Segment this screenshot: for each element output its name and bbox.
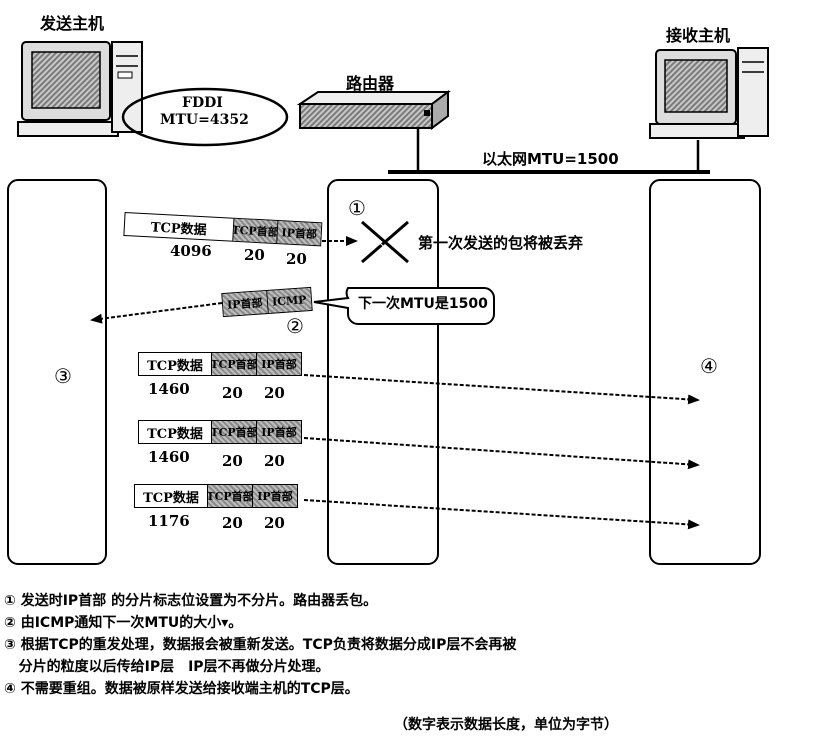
resend-arrow-1 — [303, 374, 700, 405]
segment-1-tcp-size: 20 — [222, 384, 243, 402]
segment-tcp-header: TCP首部 — [211, 421, 256, 443]
marker-4: ④ — [700, 354, 718, 378]
icmp-body: ICMP — [265, 287, 312, 314]
segment-2-ip-size: 20 — [264, 452, 285, 470]
icmp-return-arrow — [90, 302, 223, 324]
sender-host-label: 发送主机 — [40, 14, 105, 33]
first-packet-data: TCP数据 — [150, 219, 207, 238]
note-4: ④ 不需要重组。数据被原样发送给接收端主机的TCP层。 — [4, 681, 359, 697]
segment-data: TCP数据 — [143, 490, 199, 506]
ethernet-mtu-label: 以太网MTU=1500 — [482, 150, 619, 168]
fddi-mtu-label: MTU=4352 — [160, 112, 249, 128]
resend-arrow-3 — [303, 499, 700, 530]
fddi-label: FDDI — [182, 95, 223, 111]
segment-data: TCP数据 — [147, 358, 203, 374]
segment-ip-header: IP首部 — [256, 421, 301, 443]
segment-1-ip-size: 20 — [264, 384, 285, 402]
segment-2: TCP数据 TCP首部 IP首部 — [138, 420, 302, 444]
note-3-continued: 分片的粒度以后传给IP层 IP层不再做分片处理。 — [4, 659, 330, 675]
drop-label: 第一次发送的包将被丢弃 — [418, 234, 584, 252]
segment-ip-header: IP首部 — [256, 353, 301, 375]
segment-1: TCP数据 TCP首部 IP首部 — [138, 352, 302, 376]
marker-3: ③ — [54, 364, 72, 388]
router-stack-box — [327, 179, 439, 565]
receiver-host-label: 接收主机 — [666, 26, 731, 45]
segment-1-data-size: 1460 — [148, 380, 190, 398]
receiver-stack-box — [649, 179, 761, 565]
segment-3-data-size: 1176 — [148, 512, 190, 530]
segment-2-data-size: 1460 — [148, 448, 190, 466]
segment-ip-header: IP首部 — [252, 485, 297, 507]
footnote: （数字表示数据长度，单位为字节） — [394, 717, 618, 733]
segment-3: TCP数据 TCP首部 IP首部 — [134, 484, 298, 508]
callout-text: 下一次MTU是1500 — [358, 296, 488, 312]
first-packet-tcp-header: TCP首部 — [232, 218, 278, 243]
marker-2: ② — [286, 314, 304, 338]
sender-stack-box — [7, 179, 107, 565]
drop-cross-icon — [361, 220, 409, 264]
fddi-ring — [121, 87, 289, 147]
first-packet-ip-size: 20 — [286, 250, 307, 268]
receiver-computer-icon — [649, 47, 769, 139]
resend-arrow-2 — [303, 437, 700, 470]
note-1: ① 发送时IP首部 的分片标志位设置为不分片。路由器丢包。 — [4, 593, 378, 609]
icmp-ip-header: IP首部 — [222, 291, 268, 317]
router-label: 路由器 — [346, 74, 395, 93]
note-3: ③ 根据TCP的重发处理，数据报会被重新发送。TCP负责将数据分成IP层不会再被 — [4, 637, 517, 653]
segment-tcp-header: TCP首部 — [207, 485, 252, 507]
segment-3-ip-size: 20 — [264, 514, 285, 532]
note-2: ② 由ICMP通知下一次MTU的大小▾。 — [4, 615, 243, 631]
segment-3-tcp-size: 20 — [222, 514, 243, 532]
marker-1: ① — [348, 196, 366, 220]
first-packet-ip-header: IP首部 — [276, 221, 322, 246]
segment-tcp-header: TCP首部 — [211, 353, 256, 375]
sender-computer-icon — [17, 41, 143, 137]
first-packet-data-size: 4096 — [170, 242, 212, 260]
callout-bubble — [313, 287, 495, 325]
segment-2-tcp-size: 20 — [222, 452, 243, 470]
router-icon — [296, 90, 451, 130]
first-packet-tcp-size: 20 — [244, 246, 265, 264]
segment-data: TCP数据 — [147, 426, 203, 442]
